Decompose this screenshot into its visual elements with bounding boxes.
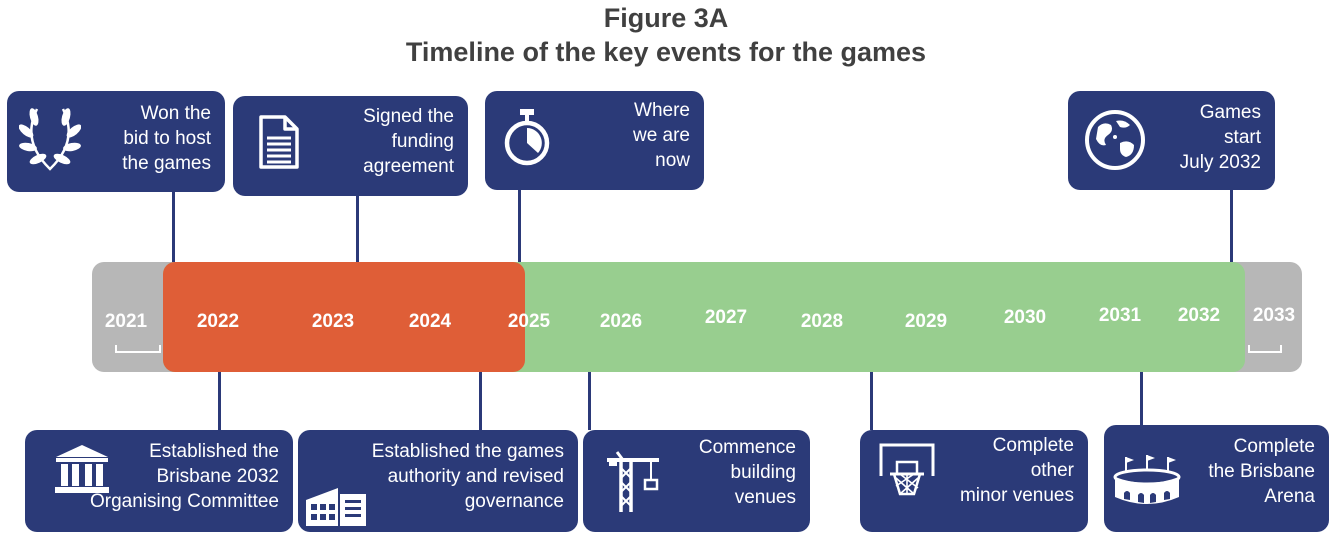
stopwatch-icon	[502, 107, 552, 167]
event-line: governance	[464, 491, 564, 512]
year-label: 2031	[1098, 305, 1142, 326]
basketball-hoop-icon	[878, 442, 936, 498]
event-line: building	[730, 462, 797, 483]
figure-title: Figure 3A	[603, 3, 729, 33]
timeline-completed-segment	[163, 262, 525, 372]
year-label: 2029	[904, 311, 948, 332]
event-line: minor venues	[959, 485, 1074, 506]
event-line: Where	[634, 100, 690, 121]
year-label: 2023	[311, 311, 355, 332]
event-brisbane-arena: Complete the Brisbane Arena	[1104, 425, 1329, 532]
event-line: venues	[734, 487, 796, 508]
laurel-wreath-icon	[19, 105, 81, 175]
event-line: we are	[632, 125, 690, 146]
event-won-bid: Won the bid to host the games	[7, 91, 225, 192]
connector	[218, 372, 221, 430]
event-line: other	[1030, 460, 1074, 481]
globe-icon	[1084, 109, 1146, 171]
event-line: Games	[1199, 102, 1261, 123]
year-label: 2021	[104, 311, 148, 332]
event-line: July 2032	[1179, 152, 1261, 173]
buildings-icon	[304, 480, 368, 528]
event-line: Commence	[698, 437, 796, 458]
year-label: 2025	[507, 311, 551, 332]
event-line: Established the	[149, 441, 279, 462]
event-signed-funding: Signed the funding agreement	[233, 96, 468, 196]
year-label: 2028	[800, 311, 844, 332]
event-organising-committee: Established the Brisbane 2032 Organising…	[25, 430, 293, 532]
event-line: Won the	[140, 103, 211, 124]
event-line: Organising Committee	[89, 491, 279, 512]
connector	[870, 372, 873, 430]
event-line: authority and revised	[387, 466, 564, 487]
event-line: bid to host	[123, 128, 211, 149]
connector	[1230, 190, 1233, 262]
year-label: 2032	[1177, 305, 1221, 326]
event-line: Arena	[1264, 486, 1315, 507]
bracket-right	[1248, 345, 1282, 353]
event-line: agreement	[363, 156, 454, 177]
event-commence-building: Commence building venues	[583, 430, 810, 532]
connector	[479, 372, 482, 430]
event-line: Complete	[992, 435, 1074, 456]
crane-icon	[603, 448, 663, 514]
event-line: funding	[391, 131, 454, 152]
event-line: start	[1224, 127, 1261, 148]
connector	[356, 196, 359, 262]
event-games-start: Games start July 2032	[1068, 91, 1275, 190]
year-label: 2022	[196, 311, 240, 332]
event-line: the games	[122, 153, 211, 174]
year-label: 2026	[599, 311, 643, 332]
year-label: 2033	[1252, 305, 1296, 326]
event-minor-venues: Complete other minor venues	[860, 430, 1088, 532]
figure-subtitle: Timeline of the key events for the games	[405, 37, 927, 67]
event-line: Signed the	[363, 106, 454, 127]
event-where-we-are-now: Where we are now	[485, 91, 704, 190]
connector	[588, 372, 591, 430]
connector	[172, 192, 175, 262]
connector	[518, 190, 521, 262]
event-games-authority: Established the games authority and revi…	[298, 430, 578, 532]
event-line: Complete	[1233, 436, 1315, 457]
year-label: 2030	[1003, 307, 1047, 328]
institution-icon	[53, 444, 111, 494]
event-line: Established the games	[371, 441, 564, 462]
document-icon	[257, 114, 301, 170]
event-line: Brisbane 2032	[156, 466, 279, 487]
connector	[1140, 372, 1143, 430]
year-label: 2024	[408, 311, 452, 332]
stadium-icon	[1112, 453, 1182, 509]
event-line: the Brisbane	[1208, 461, 1315, 482]
bracket-left	[115, 345, 161, 353]
year-label: 2027	[704, 307, 748, 328]
event-line: now	[655, 150, 690, 171]
